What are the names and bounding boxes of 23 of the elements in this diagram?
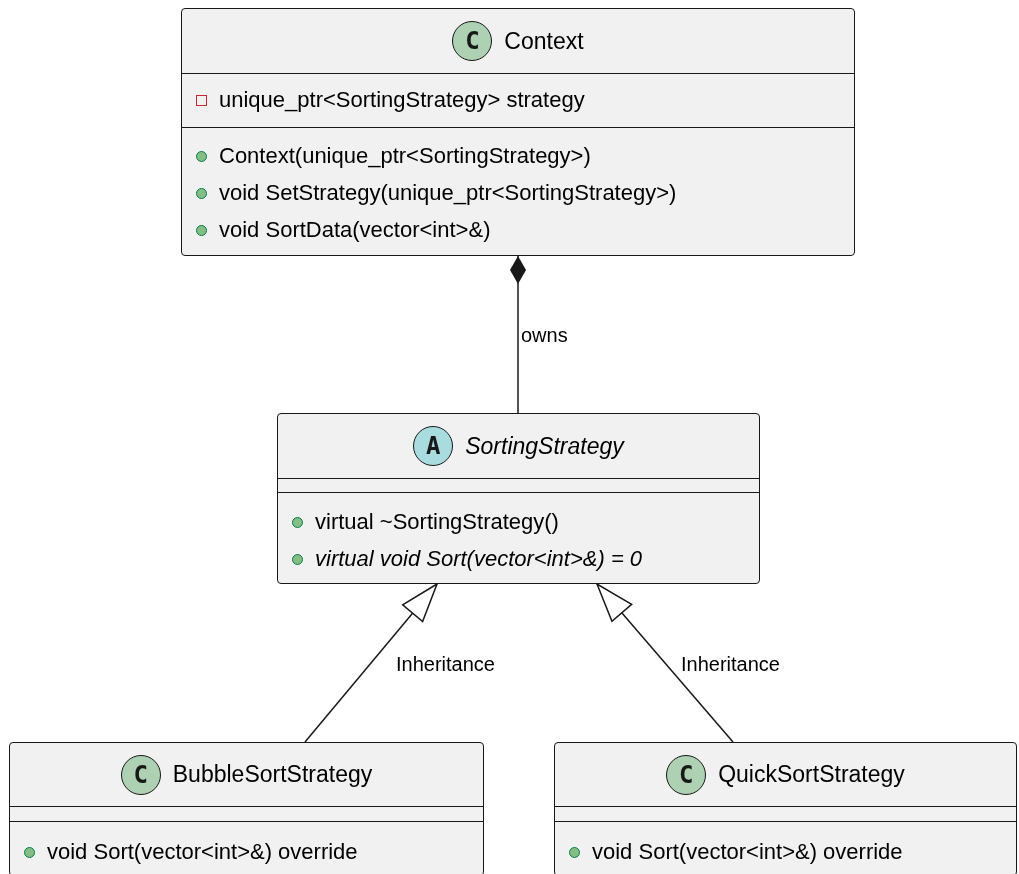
- inheritance-arrow: [304, 583, 438, 743]
- class-box: [277, 413, 760, 584]
- class-type-icon: A: [413, 426, 454, 466]
- member-text: virtual void Sort(vector<int>&) = 0: [315, 546, 643, 572]
- composition-connector: [510, 255, 526, 414]
- class-type-icon: C: [666, 754, 707, 795]
- class-box: [554, 742, 1017, 874]
- class-box: [9, 742, 484, 874]
- member-text: virtual ~SortingStrategy(): [315, 509, 559, 535]
- class-name: BubbleSortStrategy: [172, 761, 373, 788]
- class-name: QuickSortStrategy: [718, 761, 905, 788]
- member-text: void SetStrategy(unique_ptr<SortingStrategy>): [219, 180, 677, 206]
- class-name: SortingStrategy: [465, 432, 624, 460]
- member-text: void SortData(vector<int>&): [219, 217, 491, 243]
- member-text: unique_ptr<SortingStrategy> strategy: [219, 87, 585, 113]
- class-type-icon: C: [452, 21, 493, 61]
- class-type-icon: C: [120, 754, 161, 795]
- inheritance-arrow: [596, 583, 734, 743]
- member-text: Context(unique_ptr<SortingStrategy>): [219, 143, 591, 169]
- member-text: void Sort(vector<int>&) override: [47, 839, 358, 865]
- class-box: [181, 8, 855, 256]
- member-text: void Sort(vector<int>&) override: [592, 839, 903, 865]
- class-name: Context: [504, 27, 584, 55]
